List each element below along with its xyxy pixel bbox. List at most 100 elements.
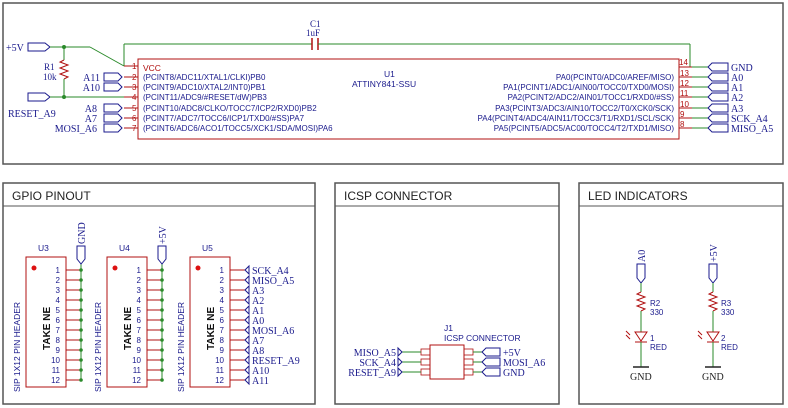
icsp-gnd: GND [503,368,525,379]
u1-pin-num-l4: 4 [132,93,137,102]
r1-ref: R1 [44,62,55,72]
u3-logo: TAKE NE [42,307,53,350]
u1-pin-num-l1: 1 [132,62,137,71]
gpio-section-frame [2,182,316,405]
u1-body [137,58,680,140]
u5-net-label: A2 [252,296,264,307]
led2-net: +5V [709,243,720,262]
led1-pin: 1 [650,334,655,343]
u5-ref: U5 [202,243,213,253]
u4-pin-num: 7 [137,326,142,335]
u5-pin-num: 10 [215,356,224,365]
u5-type: SIP 1X12 PIN HEADER [176,302,186,392]
u5-net-label: A3 [252,286,264,297]
left-net-a8: A8 [85,104,97,115]
u3-pin-num: 4 [56,296,61,305]
u5-pin-num: 1 [220,266,225,275]
u4-ref: U4 [119,243,130,253]
u5-net-label: A11 [252,376,269,387]
u5-net-label: A1 [252,306,264,317]
u3-pin-num: 5 [56,306,61,315]
u1-pin-num-r9: 9 [680,110,685,119]
icsp-5v: +5V [503,348,522,359]
led2-pin: 2 [721,334,726,343]
reset-net-flag [27,92,51,102]
right-net-a1: A1 [731,83,743,94]
u1-pin-num-l6: 6 [132,114,137,123]
right-net-sck-a4: SCK_A4 [731,114,768,125]
gpio-title: GPIO PINOUT [12,189,91,203]
right-net-a2: A2 [731,93,743,104]
led1-color: RED [650,343,667,352]
u5-net-label: A0 [252,316,264,327]
u1-pin-r10: PA3(PCINT3/ADC3/AIN10/TOCC2/T0/XCK0/SCK) [495,104,674,113]
u5-body [189,256,231,388]
u5-pin-num: 7 [220,326,225,335]
icsp-connector: J1 ICSP CONNECTOR MISO_A5 SCK_A4 RESET_A… [348,323,545,380]
led-title: LED INDICATORS [588,189,688,203]
u3-body [25,256,67,388]
u4-pin-num: 3 [137,286,142,295]
u5-pin-num: 2 [220,276,225,285]
u1-pin-r9: PA4(PCINT4/ADC4/AIN11/TOCC3/T1/RXD1/SCL/… [478,114,675,123]
left-net-mosi-a6: MOSI_A6 [55,124,97,135]
u4-pin-num: 9 [137,346,142,355]
u3-pin-num: 10 [51,356,60,365]
top-section-frame [2,2,784,165]
icsp-mosi-a6: MOSI_A6 [503,358,545,369]
u3-pin-num: 12 [51,376,60,385]
u4-pin1-marker [112,265,118,271]
u3-power-net: GND [77,222,88,244]
u5-net-label: SCK_A4 [252,266,289,277]
u4-pin-num: 6 [137,316,142,325]
u1-vcc: VCC [143,63,161,73]
u3-ref: U3 [38,243,49,253]
u4-pin-num: 5 [137,306,142,315]
icsp-title: ICSP CONNECTOR [344,189,453,203]
u1-pin-r8: PA5(PCINT5/ADC5/AC00/TOCC4/T2/TXD1/MISO) [494,124,675,133]
led-channel-2: +5V R3 330 2 RED GND [697,243,738,383]
u5-logo: TAKE NE [206,307,217,350]
icsp-section-frame [334,182,560,405]
u5-pin-num: 3 [220,286,225,295]
u1-pin-num-r8: 8 [680,120,685,129]
led1-net: A0 [637,250,648,262]
u1-pin-num-r10: 10 [680,100,689,109]
u5-net-label: MOSI_A6 [252,326,294,337]
led1-gnd: GND [630,372,652,383]
u1-pin-l3: (PCINT9/ADC10/XTAL2/INT0)PB1 [143,83,266,92]
r3-value: 330 [721,308,735,317]
icsp-reset-a9: RESET_A9 [348,368,396,379]
reset-label: RESET_A9 [8,109,56,120]
u4-logo: TAKE NE [123,307,134,350]
u4-pin-num: 10 [132,356,141,365]
j1-name: ICSP CONNECTOR [444,333,521,343]
u4-type: SIP 1X12 PIN HEADER [93,302,103,392]
u1-pin-num-r12: 12 [680,79,689,88]
u3-pin1-marker [31,265,37,271]
u4-pin-num: 4 [137,296,142,305]
j1-ref: J1 [444,323,453,333]
u1-pin-r13: PA0(PCINT0/ADC0/AREF/MISO) [556,73,674,82]
u1-pin-r11: PA2(PCINT2/ADC2/AIN01/TOCC1/RXD0/#SS) [508,93,675,102]
top-schematic: +5V R1 10k RESET_A9 C1 1uF U1 ATTINY841-… [6,19,773,140]
u1-pin-num-r14: 14 [679,58,688,67]
u5-pin-num: 6 [220,316,225,325]
u1-pin-num-r11: 11 [680,89,689,98]
u1-pin-l5: (PCINT10/ADC8/CLKO/TOCC7/ICP2/RXD0)PB2 [143,104,317,113]
right-net-gnd: GND [731,63,753,74]
u5-net-label: A7 [252,336,264,347]
u5-net-labels: SCK_A4MISO_A5A3A2A1A0MOSI_A6A7A8RESET_A9… [244,264,300,387]
u1-pin-num-l2: 2 [132,73,137,82]
power-net-flag [27,42,51,52]
r2-ref: R2 [650,299,661,308]
u4-pin-num: 12 [132,376,141,385]
u5-net-label: RESET_A9 [252,356,300,367]
u5-net-label: MISO_A5 [252,276,294,287]
u1-pin-num-l5: 5 [132,104,137,113]
u5-pin-num: 12 [215,376,224,385]
u1-pin-l6: (PCINT7/ADC7/TOCC6/ICP1/TXD0/#SS)PA7 [143,114,305,123]
u5-pin-num: 4 [220,296,225,305]
u1-pin-num-l3: 3 [132,83,137,92]
